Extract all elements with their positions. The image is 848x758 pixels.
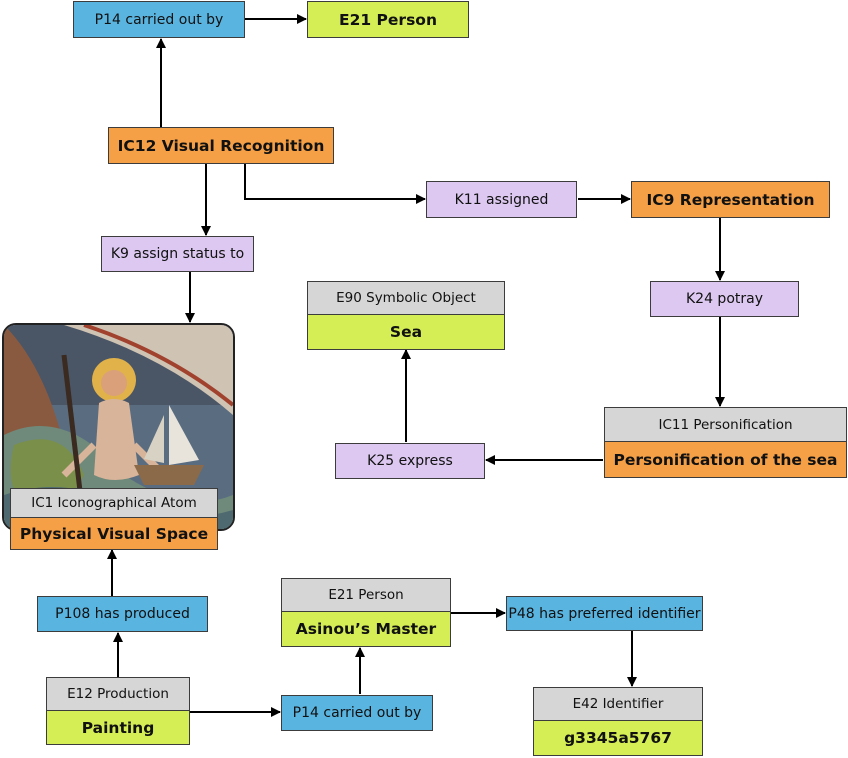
p108-label: P108 has produced <box>55 606 190 622</box>
ic11-type-header: IC11 Personification <box>604 407 847 442</box>
p48-label: P48 has preferred identifier <box>508 605 701 622</box>
e21-type-header: E21 Person <box>281 578 451 612</box>
p14-carried-out-by-bottom-node[interactable]: P14 carried out by <box>281 695 433 731</box>
ic11-type-label: IC11 Personification <box>658 416 793 433</box>
ic1-type-label: IC1 Iconographical Atom <box>31 495 197 511</box>
k24-potray-node[interactable]: K24 potray <box>650 281 799 317</box>
ic1-physical-visual-space-node[interactable]: Physical Visual Space <box>10 517 218 550</box>
k25-label: K25 express <box>367 453 453 469</box>
e42-type-header: E42 Identifier <box>533 687 703 721</box>
e90-type-label: E90 Symbolic Object <box>336 290 476 306</box>
ic12-label: IC12 Visual Recognition <box>117 136 325 155</box>
k9-label: K9 assign status to <box>110 246 245 262</box>
e12-type-header: E12 Production <box>46 677 190 711</box>
e21-person-top-node[interactable]: E21 Person <box>307 1 469 38</box>
p14-top-label: P14 carried out by <box>94 11 224 28</box>
k25-express-node[interactable]: K25 express <box>335 443 485 479</box>
e21-value-label: Asinou’s Master <box>295 620 437 638</box>
ic9-representation-node[interactable]: IC9 Representation <box>631 181 830 218</box>
p48-has-preferred-identifier-node[interactable]: P48 has preferred identifier <box>506 596 703 631</box>
k9-assign-status-node[interactable]: K9 assign status to <box>101 236 254 272</box>
e21-type-label: E21 Person <box>328 587 404 603</box>
e90-sea-node[interactable]: Sea <box>307 314 505 350</box>
e42-identifier-node[interactable]: g3345a5767 <box>533 720 703 756</box>
e21-top-label: E21 Person <box>339 10 437 29</box>
k11-assigned-node[interactable]: K11 assigned <box>426 181 577 218</box>
ic1-value-label: Physical Visual Space <box>19 524 209 543</box>
e42-value-label: g3345a5767 <box>564 729 672 747</box>
ic1-type-header: IC1 Iconographical Atom <box>10 488 218 518</box>
e12-value-label: Painting <box>81 718 155 737</box>
ic9-label: IC9 Representation <box>646 190 815 209</box>
ic12-visual-recognition-node[interactable]: IC12 Visual Recognition <box>108 127 334 164</box>
ic11-personification-node[interactable]: Personification of the sea <box>604 441 847 478</box>
e42-type-label: E42 Identifier <box>572 696 664 712</box>
e90-type-header: E90 Symbolic Object <box>307 281 505 315</box>
p14-bottom-label: P14 carried out by <box>292 705 422 721</box>
e12-painting-node[interactable]: Painting <box>46 710 190 745</box>
arrow-ic12-to-k11 <box>244 163 426 204</box>
p14-carried-out-by-top-node[interactable]: P14 carried out by <box>73 1 245 38</box>
k24-label: K24 potray <box>685 291 763 307</box>
k11-label: K11 assigned <box>454 191 549 208</box>
e12-type-label: E12 Production <box>67 686 169 702</box>
e21-asinous-master-node[interactable]: Asinou’s Master <box>281 611 451 647</box>
ic11-value-label: Personification of the sea <box>613 450 838 469</box>
e90-value-label: Sea <box>389 323 423 341</box>
p108-has-produced-node[interactable]: P108 has produced <box>37 596 208 632</box>
